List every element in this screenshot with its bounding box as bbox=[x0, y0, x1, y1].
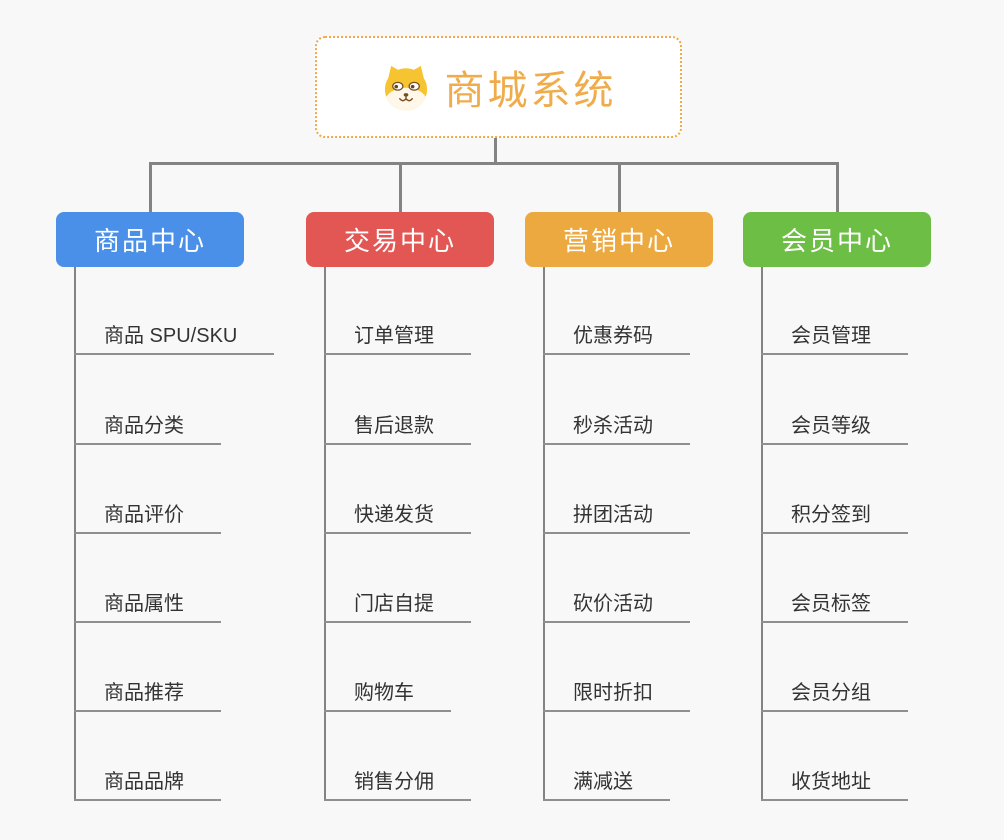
leaf-node[interactable]: 会员标签 bbox=[761, 585, 908, 623]
leaf-node[interactable]: 售后退款 bbox=[324, 407, 471, 445]
branch-node-3[interactable]: 会员中心 bbox=[743, 212, 931, 267]
leaf-label: 购物车 bbox=[354, 682, 414, 704]
leaf-label: 拼团活动 bbox=[573, 504, 653, 526]
connector-branch-drop-2 bbox=[617, 162, 621, 213]
branch-node-1[interactable]: 交易中心 bbox=[306, 212, 494, 267]
leaf-node[interactable]: 商品属性 bbox=[74, 585, 221, 623]
leaf-node[interactable]: 门店自提 bbox=[324, 585, 471, 623]
leaf-node[interactable]: 优惠券码 bbox=[543, 317, 690, 355]
leaf-label: 销售分佣 bbox=[354, 771, 434, 793]
leaf-label: 会员等级 bbox=[791, 415, 871, 437]
branch-label: 商品中心 bbox=[93, 226, 206, 256]
branch-label: 交易中心 bbox=[343, 226, 456, 256]
leaf-node[interactable]: 商品推荐 bbox=[74, 674, 221, 712]
branch-node-2[interactable]: 营销中心 bbox=[525, 212, 713, 267]
leaf-node[interactable]: 会员分组 bbox=[761, 674, 908, 712]
leaf-label: 会员标签 bbox=[791, 593, 871, 615]
branch-label: 会员中心 bbox=[780, 226, 893, 256]
leaf-label: 商品品牌 bbox=[104, 771, 184, 793]
leaf-node[interactable]: 商品评价 bbox=[74, 496, 221, 534]
leaf-label: 订单管理 bbox=[354, 325, 434, 347]
leaf-label: 积分签到 bbox=[791, 504, 871, 526]
leaf-label: 砍价活动 bbox=[573, 593, 653, 615]
connector-branch-drop-3 bbox=[835, 162, 839, 213]
leaf-label: 售后退款 bbox=[354, 415, 434, 437]
leaf-node[interactable]: 秒杀活动 bbox=[543, 407, 690, 445]
leaf-node[interactable]: 购物车 bbox=[324, 674, 451, 712]
leaf-node[interactable]: 砍价活动 bbox=[543, 585, 690, 623]
leaf-label: 商品评价 bbox=[104, 504, 184, 526]
branch-label: 营销中心 bbox=[562, 226, 675, 256]
leaf-label: 门店自提 bbox=[354, 593, 434, 615]
leaf-label: 会员管理 bbox=[791, 325, 871, 347]
connector-branch-drop-0 bbox=[148, 162, 152, 213]
leaf-label: 满减送 bbox=[573, 771, 633, 793]
leaf-label: 商品 SPU/SKU bbox=[104, 325, 238, 347]
connector-bus bbox=[148, 162, 839, 165]
shiba-dog-icon bbox=[384, 65, 427, 111]
leaf-node[interactable]: 会员管理 bbox=[761, 317, 908, 355]
leaf-node[interactable]: 拼团活动 bbox=[543, 496, 690, 534]
connector-branch-drop-1 bbox=[398, 162, 402, 213]
leaf-label: 商品属性 bbox=[104, 593, 184, 615]
leaf-node[interactable]: 订单管理 bbox=[324, 317, 471, 355]
leaf-node[interactable]: 快递发货 bbox=[324, 496, 471, 534]
branch-node-0[interactable]: 商品中心 bbox=[56, 212, 244, 267]
leaf-node[interactable]: 会员等级 bbox=[761, 407, 908, 445]
leaf-node[interactable]: 商品品牌 bbox=[74, 763, 221, 801]
leaf-label: 会员分组 bbox=[791, 682, 871, 704]
root-title: 商城系统 bbox=[444, 69, 617, 113]
root-node[interactable]: 商城系统 bbox=[315, 36, 682, 138]
leaf-label: 限时折扣 bbox=[573, 682, 653, 704]
leaf-label: 商品推荐 bbox=[104, 682, 184, 704]
leaf-node[interactable]: 销售分佣 bbox=[324, 763, 471, 801]
leaf-node[interactable]: 积分签到 bbox=[761, 496, 908, 534]
leaf-label: 快递发货 bbox=[354, 504, 434, 526]
leaf-node[interactable]: 限时折扣 bbox=[543, 674, 690, 712]
leaf-node[interactable]: 商品分类 bbox=[74, 407, 221, 445]
leaf-label: 收货地址 bbox=[791, 771, 871, 793]
leaf-label: 秒杀活动 bbox=[573, 415, 653, 437]
leaf-label: 优惠券码 bbox=[573, 325, 653, 347]
leaf-node[interactable]: 满减送 bbox=[543, 763, 670, 801]
leaf-node[interactable]: 商品 SPU/SKU bbox=[74, 317, 275, 355]
leaf-label: 商品分类 bbox=[104, 415, 184, 437]
connector-root-drop bbox=[493, 138, 497, 165]
leaf-node[interactable]: 收货地址 bbox=[761, 763, 908, 801]
